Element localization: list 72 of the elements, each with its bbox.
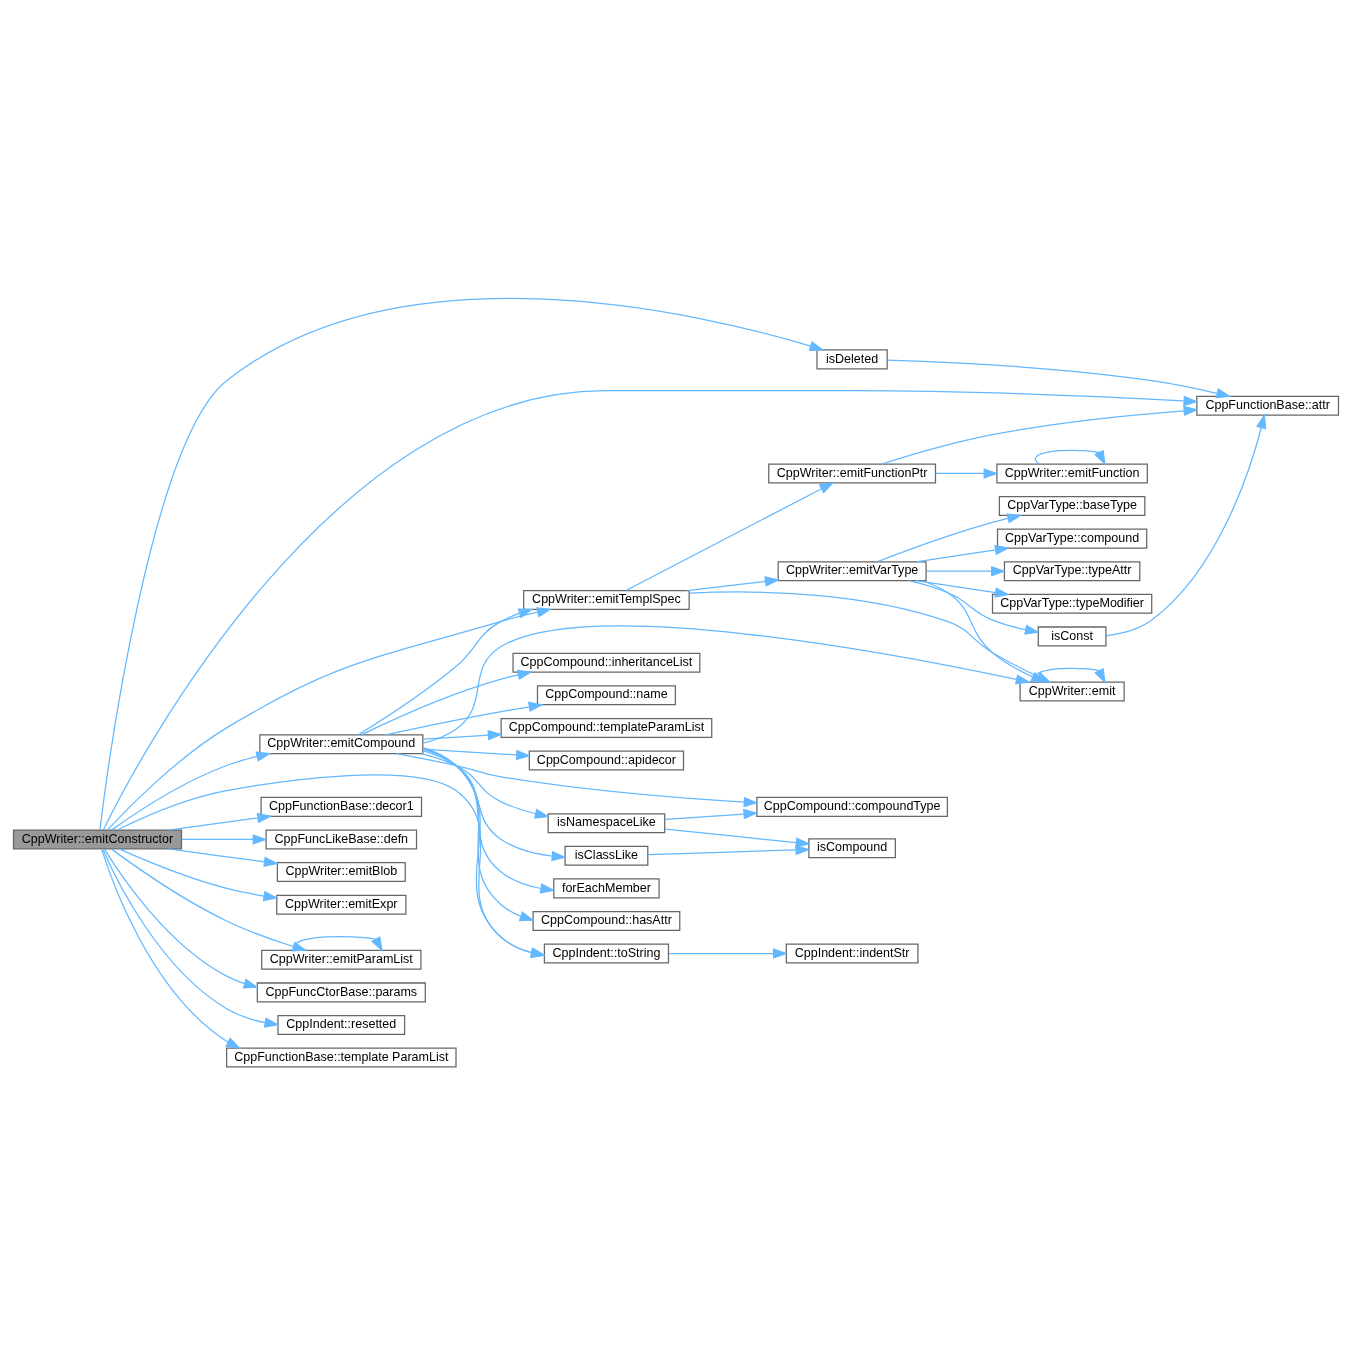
node-box: isClassLike — [564, 845, 649, 866]
node-box: CppWriter::emitExpr — [276, 894, 407, 915]
node-box: isCompound — [808, 838, 896, 859]
arrow — [876, 513, 1023, 563]
arrow — [664, 828, 811, 848]
node-box: isNamespaceLike — [547, 813, 666, 834]
arrow — [295, 936, 383, 952]
arrow — [101, 848, 241, 1049]
node-box: CppIndent::toString — [543, 943, 670, 964]
arrow — [384, 701, 544, 736]
node-box: CppFunctionBase::template ParamList — [226, 1047, 457, 1068]
node-box: CppFuncCtorBase::params — [256, 982, 426, 1003]
arrow — [422, 625, 1031, 744]
arrow — [668, 948, 788, 959]
arrow — [422, 729, 503, 741]
arrow — [686, 576, 780, 592]
node-box: CppFuncLikeBase::defn — [265, 829, 418, 850]
arrow — [102, 390, 1199, 831]
arrow — [118, 848, 279, 902]
node-box: CppCompound::apidecor — [528, 750, 685, 771]
node-box: CppCompound::hasAttr — [532, 910, 681, 931]
node-box: CppWriter::emitFunctionPtr — [768, 463, 937, 484]
node-box: CppIndent::indentStr — [785, 943, 919, 964]
arrow — [647, 844, 811, 856]
arrow — [1034, 449, 1106, 466]
arrow — [111, 751, 272, 831]
node-box: CppWriter::emit — [1019, 681, 1125, 702]
node-box: CppVarType::typeModifier — [991, 593, 1153, 614]
arrow — [360, 669, 533, 736]
arrow — [167, 812, 273, 831]
arrow — [886, 359, 1232, 399]
node-box: CppWriter::emitConstructor — [12, 829, 183, 850]
arrow — [925, 565, 1007, 577]
arrow — [422, 747, 535, 922]
arrow — [915, 544, 1010, 563]
arrow — [106, 607, 553, 831]
arrow — [167, 848, 279, 867]
node-box: CppWriter::emitTemplSpec — [523, 590, 690, 611]
node-box: CppFunctionBase::decor1 — [260, 796, 423, 817]
arrow — [934, 468, 999, 479]
node-box: CppWriter::emitVarType — [777, 561, 927, 582]
arrow — [422, 748, 556, 894]
node-box: CppCompound::name — [536, 685, 676, 706]
arrow — [915, 580, 1010, 598]
node-box: CppIndent::resetted — [277, 1014, 406, 1035]
node-box: forEachMember — [553, 878, 660, 899]
arrow — [881, 405, 1199, 465]
arrow — [625, 482, 835, 592]
arrow — [357, 608, 534, 736]
node-box: isDeleted — [816, 349, 888, 370]
node-box: isConst — [1037, 626, 1107, 647]
arrow — [908, 580, 1040, 635]
arrow — [103, 848, 259, 989]
arrow — [99, 298, 825, 831]
arrow — [102, 848, 280, 1028]
node-box: CppCompound::inheritanceList — [512, 652, 701, 673]
node-box: CppWriter::emitCompound — [259, 734, 424, 755]
node-box: CppWriter::emitFunction — [996, 463, 1148, 484]
arrow — [664, 808, 759, 820]
node-box: CppVarType::typeAttr — [1003, 561, 1141, 582]
node-box: CppVarType::compound — [996, 528, 1148, 549]
arrow — [181, 834, 268, 845]
node-box: CppWriter::emitParamList — [261, 949, 422, 970]
arrow — [1105, 413, 1267, 637]
node-box: CppCompound::compoundType — [756, 796, 948, 817]
node-box: CppFunctionBase::attr — [1196, 395, 1340, 416]
node-box: CppWriter::emitBlob — [276, 862, 406, 883]
node-box: CppVarType::baseType — [998, 496, 1146, 517]
node-box: CppCompound::templateParamList — [500, 717, 713, 738]
arrow — [395, 753, 759, 808]
arrow — [420, 753, 550, 819]
arrow — [422, 749, 567, 862]
